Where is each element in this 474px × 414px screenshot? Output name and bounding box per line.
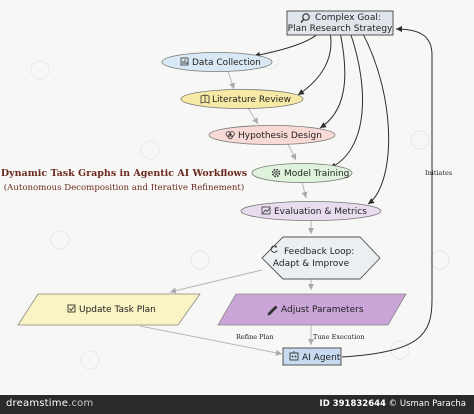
edge-label-refine-plan: Refine Plan — [236, 333, 274, 341]
feedback-loop-node: Feedback Loop: Adapt & Improve — [261, 236, 381, 280]
evaluation-metrics-label: Evaluation & Metrics — [274, 207, 367, 217]
image-credit: ID 391832644 © Usman Paracha — [320, 399, 466, 409]
graph-icon — [261, 206, 271, 215]
robot-icon — [289, 351, 299, 361]
adjust-parameters-node: Adjust Parameters — [217, 293, 407, 326]
edge-goal-to-hypothesis-design — [319, 31, 346, 129]
hypothesis-design-label: Hypothesis Design — [238, 131, 322, 141]
diagram-title: Dynamic Task Graphs in Agentic AI Workfl… — [1, 168, 247, 193]
edge-training-to-evaluation — [301, 181, 308, 199]
feedback-loop-label-line2: Adapt & Improve — [273, 259, 350, 269]
model-training-label: Model Training — [284, 169, 349, 179]
brand-domain: .com — [68, 398, 94, 409]
data-collection-label: Data Collection — [192, 58, 261, 68]
gear-icon — [271, 168, 281, 178]
edge-goal-to-model-training — [329, 31, 364, 169]
copyright-symbol: © — [388, 399, 398, 409]
edge-goal-to-evaluation — [361, 31, 390, 205]
goal-node: Complex Goal: Plan Research Strategy — [286, 10, 394, 36]
update-task-plan-label: Update Task Plan — [79, 305, 156, 315]
adjust-parameters-label: Adjust Parameters — [281, 305, 364, 315]
literature-review-label: Literature Review — [212, 95, 291, 105]
edge-agent-initiates-goal — [341, 26, 433, 358]
ai-agent-label: AI Agent — [302, 353, 341, 363]
title-main: Dynamic Task Graphs in Agentic AI Workfl… — [1, 168, 247, 179]
magnifier-icon — [300, 13, 310, 24]
title-sub: (Autonomous Decomposition and Iterative … — [4, 182, 244, 193]
update-task-plan-node: Update Task Plan — [17, 293, 201, 326]
edge-literature-to-hypothesis — [247, 107, 259, 125]
edge-update-plan-to-agent — [139, 325, 283, 356]
hypothesis-design-node: Hypothesis Design — [208, 125, 336, 145]
goal-label-line1: Complex Goal: — [315, 13, 381, 23]
task-graph-diagram: Initiates Refine Plan Tune Execution Com… — [1, 10, 452, 370]
refresh-icon — [270, 245, 278, 253]
evaluation-metrics-node: Evaluation & Metrics — [240, 201, 382, 221]
edge-feedback-to-update-plan — [169, 269, 263, 294]
chart-icon — [180, 57, 189, 66]
edge-goal-to-data-collection — [253, 31, 321, 58]
brand-name: dreamstime — [6, 398, 69, 409]
data-collection-node: Data Collection — [161, 52, 273, 72]
book-icon — [200, 94, 210, 104]
model-training-node: Model Training — [251, 163, 353, 183]
brain-icon — [225, 131, 235, 140]
ai-agent-node: AI Agent — [282, 347, 342, 366]
feedback-loop-label-line1: Feedback Loop: — [284, 247, 354, 257]
literature-review-node: Literature Review — [180, 89, 304, 109]
image-id: ID 391832644 — [319, 399, 386, 409]
footer-bar: dreamstime.com ID 391832644 © Usman Para… — [0, 395, 474, 414]
edge-goal-to-literature-review — [297, 31, 332, 96]
author-name: Usman Paracha — [399, 399, 466, 409]
edge-label-initiates: Initiates — [425, 169, 452, 177]
goal-label-line2: Plan Research Strategy — [288, 24, 393, 34]
edge-label-tune-execution: Tune Execution — [313, 333, 365, 341]
checkbox-icon — [67, 304, 76, 313]
pencil-icon — [267, 305, 278, 316]
brand-logo: dreamstime.com — [6, 398, 93, 409]
edge-data-to-literature — [227, 70, 235, 90]
watermark-pattern — [30, 50, 450, 370]
edge-hypothesis-to-training — [287, 143, 297, 161]
